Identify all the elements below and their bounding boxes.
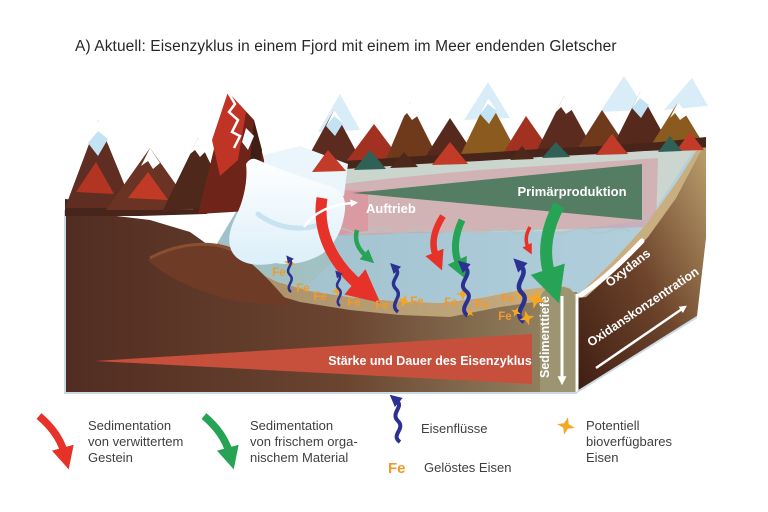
fe-label: Fe: [347, 297, 360, 309]
fe-symbol-icon: Fe: [388, 460, 406, 477]
green-sedimentation-arrow-small: [353, 229, 375, 264]
iron-clusters: Fe Fe Fe Fe Fe Fe Fe Fe Fe: [272, 255, 549, 328]
fe-label: Fe: [313, 291, 326, 303]
fe-cluster: Fe Fe: [498, 258, 549, 328]
legend-label: Eisenflüsse: [421, 421, 487, 436]
fe-label: Fe: [498, 311, 511, 323]
legend-label: Eisen: [586, 450, 619, 465]
legend-item-dissolved-iron: Fe Gelöstes Eisen: [388, 460, 511, 477]
iron-cycle-wedge: Stärke und Dauer des Eisenzyklus: [95, 334, 532, 384]
red-sedimentation-arrow-large: [315, 197, 381, 303]
legend-item-weathered-rock: Sedimentation von verwittertem Gestein: [36, 413, 183, 470]
fe-label: Fe: [475, 299, 488, 311]
glacier: [229, 158, 346, 265]
fe-label: Fe: [410, 296, 423, 308]
legend-label: von verwittertem: [88, 434, 183, 449]
legend-label: Potentiell: [586, 418, 640, 433]
sediment-depth-label: Sedimenttiefe: [538, 296, 552, 378]
sediment-depth-scale: Sedimenttiefe: [538, 287, 575, 392]
legend-label: Sedimentation: [250, 418, 333, 433]
iron-flux-squiggle: [286, 255, 294, 293]
primary-production-label: Primärproduktion: [517, 184, 626, 199]
primary-production-wedge: Primärproduktion: [352, 164, 642, 220]
upwelling-label: Auftrieb: [366, 201, 416, 216]
water-arrows: Auftrieb: [302, 197, 565, 304]
fe-label: Fe: [272, 267, 285, 279]
legend-item-bioavailable-iron: Potentiell bioverfügbares Eisen: [555, 415, 672, 465]
red-curved-arrow-icon: [36, 413, 74, 470]
legend: Sedimentation von verwittertem Gestein S…: [36, 394, 672, 477]
iron-cycle-wedge-label: Stärke und Dauer des Eisenzyklus: [328, 354, 532, 368]
legend-label: Gelöstes Eisen: [424, 460, 511, 475]
page-title: A) Aktuell: Eisenzyklus in einem Fjord m…: [75, 38, 617, 55]
side-sediment-face: [577, 144, 706, 392]
legend-item-organic-material: Sedimentation von frischem orga- nischem…: [201, 413, 358, 470]
legend-label: Gestein: [88, 450, 133, 465]
fe-cluster: Fe Fe: [375, 263, 424, 314]
legend-label: Sedimentation: [88, 418, 171, 433]
green-sedimentation-arrow-medium: [447, 218, 467, 280]
fe-label: Fe: [375, 300, 388, 312]
red-sedimentation-arrow-tiny: [522, 226, 532, 255]
iron-flux-squiggle: [335, 270, 343, 307]
legend-label: von frischem orga-: [250, 434, 358, 449]
upwelling: Auftrieb: [302, 199, 416, 228]
legend-label: nischem Material: [250, 450, 348, 465]
legend-label: bioverfügbares: [586, 434, 672, 449]
fe-cluster: Fe Fe: [313, 270, 361, 309]
fe-label: Fe: [501, 293, 514, 305]
green-curved-arrow-icon: [201, 413, 239, 470]
iron-flux-squiggle: [457, 260, 471, 318]
green-sedimentation-arrow-large: [530, 202, 565, 304]
fe-cluster: Fe Fe: [444, 260, 489, 320]
sediment-block: Stärke und Dauer des Eisenzyklus Sedimen…: [64, 140, 706, 394]
mountain-range: [65, 76, 708, 216]
legend-item-iron-fluxes: Eisenflüsse: [389, 394, 487, 444]
star-sparkle-icon: [555, 415, 577, 437]
fe-label: Fe: [296, 283, 309, 295]
fe-label: Fe: [444, 297, 457, 309]
oxydans-line: [578, 238, 645, 298]
red-sedimentation-arrow-medium: [425, 214, 446, 271]
upwelling-arrow: [302, 199, 358, 228]
seafloor-surface: [214, 242, 575, 317]
glacier-moraine-mound: [148, 244, 292, 306]
fjord-mouth-slope: [578, 140, 706, 298]
blue-squiggle-icon: [389, 394, 403, 444]
fe-cluster: Fe Fe: [272, 255, 310, 295]
oxidant-concentration-arrow: [595, 305, 687, 370]
iron-flux-squiggle: [390, 263, 402, 314]
